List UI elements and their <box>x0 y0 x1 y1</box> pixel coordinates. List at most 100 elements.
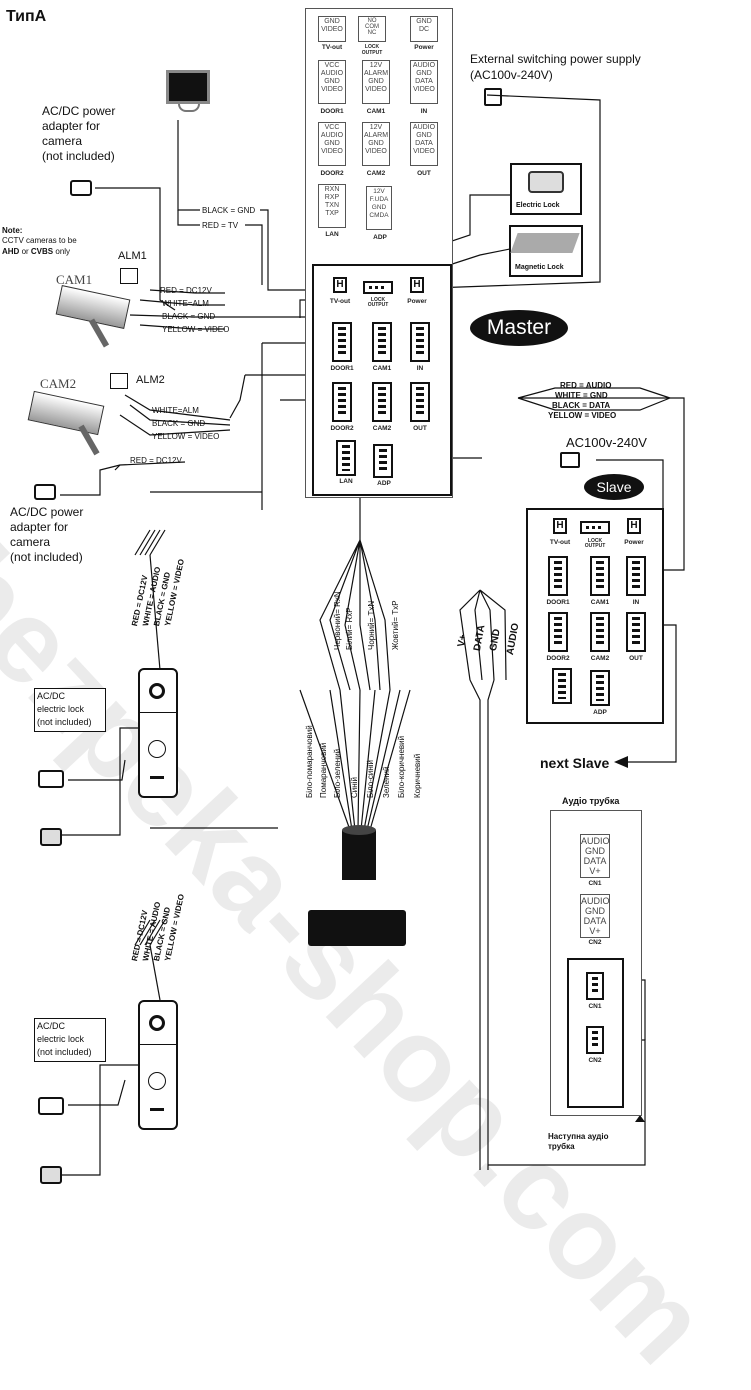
slave-lan-connector <box>552 668 572 704</box>
terminal-in-label: IN <box>420 108 428 115</box>
audio-cn1-connector <box>586 972 604 1000</box>
terminal-cam2: 12V ALARM GND VIDEO <box>362 122 390 166</box>
master-lan-connector <box>336 440 356 476</box>
terminal-power: GND DC <box>410 16 438 42</box>
cam2-wire-black: BLACK = GND <box>152 419 206 428</box>
master-lock-connector <box>363 281 393 294</box>
cam2-label: CAM2 <box>40 376 77 391</box>
door2-lock-line3: (not included) <box>37 1047 92 1057</box>
cam1-wire-yellow: YELLOW = VIDEO <box>162 325 230 334</box>
audio-handset-title: Аудіо трубка <box>562 796 620 806</box>
slave-power-plug-icon <box>560 452 580 468</box>
door2-call-button <box>148 1072 166 1090</box>
master-tv-out-connector: H <box>333 277 347 293</box>
monitor-wire-black: BLACK = GND <box>202 206 256 215</box>
terminal-door1: VCC AUDIO GND VIDEO <box>318 60 346 104</box>
slave-adp-label: ADP <box>593 709 607 716</box>
cam1-wire-white: WHITE=ALM <box>162 299 209 308</box>
door2-lock-line1: AC/DC <box>37 1021 66 1031</box>
cam1-wire-black: BLACK = GND <box>162 312 216 321</box>
cam1-alm-label: ALM1 <box>118 250 147 262</box>
door1-lock-line3: (not included) <box>37 717 92 727</box>
slave-in-label: IN <box>632 599 640 606</box>
rj45-wire-7: Біло-коричневий <box>397 735 406 798</box>
alarm-sensor-icon <box>110 373 128 389</box>
audio-cn2-terminal: AUDIO GND DATA V+ <box>580 894 610 938</box>
door2-plug-icon <box>38 1097 64 1115</box>
slave-in-connector <box>626 556 646 596</box>
master-out-connector <box>410 382 430 422</box>
cam1-wire-red: RED = DC12V <box>160 286 212 295</box>
rj45-wire-2: Помаранчовий <box>319 742 328 798</box>
slave-wire-white: WHITE = GND <box>555 391 608 400</box>
terminal-cam1-label: CAM1 <box>366 108 386 115</box>
audio-cn2-connector-label: CN2 <box>588 1057 602 1064</box>
master-door1-label: DOOR1 <box>330 365 354 372</box>
cam2-adapter-line4: (not included) <box>10 550 83 564</box>
audio-cn2-connector <box>586 1026 604 1054</box>
master-cam1-connector <box>372 322 392 362</box>
lan-wire-red: Червоний= RxN <box>333 591 342 650</box>
terminal-power-label: Power <box>414 44 434 51</box>
external-power-subtitle: (AC100v-240V) <box>470 68 553 82</box>
alarm-sensor-icon <box>120 268 138 284</box>
door1-lock-line2: electric lock <box>37 704 85 714</box>
door2-camera-icon <box>149 1015 165 1031</box>
master-adp-label: ADP <box>377 480 391 487</box>
slave-cam1-label: CAM1 <box>590 599 610 606</box>
door2-divider <box>140 1044 176 1045</box>
master-badge: Master <box>470 310 568 346</box>
slave-wire-yellow: YELLOW = VIDEO <box>548 411 617 420</box>
slave-out-label: OUT <box>629 655 643 662</box>
rj45-wire-8: Коричневий <box>413 753 422 798</box>
slave-cam2-connector <box>590 612 610 652</box>
master-in-label: IN <box>416 365 424 372</box>
door1-divider <box>140 712 176 713</box>
terminal-lock-output: NO COM NC <box>358 16 386 42</box>
master-in-connector <box>410 322 430 362</box>
cam2-adapter-line2: adapter for <box>10 520 69 534</box>
monitor-icon <box>166 70 210 104</box>
terminal-cam1: 12V ALARM GND VIDEO <box>362 60 390 104</box>
slave-lock-label: LOCK OUTPUT <box>584 538 606 549</box>
audio-cn2-label: CN2 <box>588 939 602 946</box>
door2-lock-icon <box>40 1166 62 1184</box>
terminal-lan: RXN RXP TXN TXP <box>318 184 346 228</box>
lan-wire-white: Білий= RxP <box>345 607 354 650</box>
slave-door2-label: DOOR2 <box>546 655 570 662</box>
camera-adapter-line2: adapter for <box>42 119 101 133</box>
page-title: ТипА <box>6 8 47 25</box>
door1-plug-icon <box>38 770 64 788</box>
door1-camera-icon <box>149 683 165 699</box>
note-line2: CCTV cameras to be <box>2 236 77 245</box>
electric-lock-label: Electric Lock <box>516 202 560 209</box>
power-plug-icon <box>484 88 502 106</box>
rj45-wire-6: Зелений <box>382 766 391 799</box>
slave-power-connector: H <box>627 518 641 534</box>
door1-call-button <box>148 740 166 758</box>
slave-door1-label: DOOR1 <box>546 599 570 606</box>
slave-tv-out-label: TV-out <box>549 539 571 546</box>
bus-wire-vplus: V+ <box>456 633 470 648</box>
door1-lock-icon <box>40 828 62 846</box>
terminal-tv-out-label: TV-out <box>321 44 343 51</box>
audio-cn1-connector-label: CN1 <box>588 1003 602 1010</box>
terminal-door1-label: DOOR1 <box>320 108 344 115</box>
master-power-connector: H <box>410 277 424 293</box>
magnetic-lock-icon <box>510 233 580 253</box>
door2-lock-line2: electric lock <box>37 1034 85 1044</box>
master-door2-label: DOOR2 <box>330 425 354 432</box>
door1-lock-note-box <box>34 688 106 732</box>
terminal-out: AUDIO GND DATA VIDEO <box>410 122 438 166</box>
rj45-wire-3: Біло-зелений <box>333 748 342 798</box>
master-out-label: OUT <box>413 425 427 432</box>
slave-door2-connector <box>548 612 568 652</box>
master-door2-connector <box>332 382 352 422</box>
master-tv-out-label: TV-out <box>329 298 351 305</box>
terminal-lan-label: LAN <box>325 231 339 238</box>
slave-wire-red: RED = AUDIO <box>560 381 612 390</box>
master-cam2-label: CAM2 <box>372 425 392 432</box>
master-adp-connector <box>373 444 393 478</box>
audio-cn1-label: CN1 <box>588 880 602 887</box>
slave-cam2-label: CAM2 <box>590 655 610 662</box>
